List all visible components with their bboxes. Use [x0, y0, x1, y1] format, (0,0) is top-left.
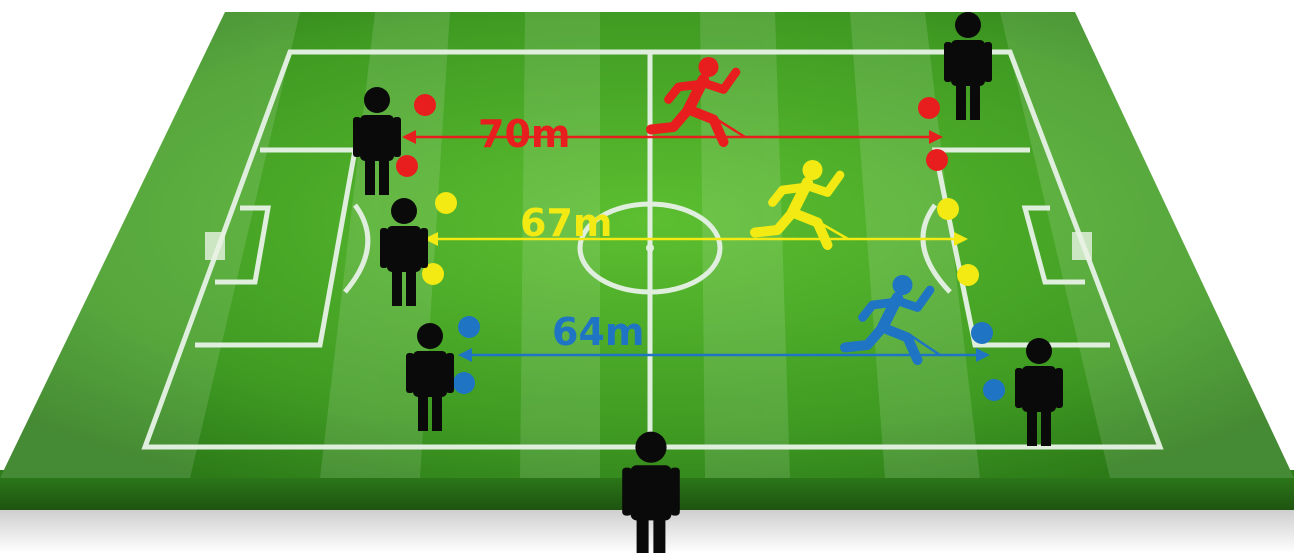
- cone-dot-icon: [458, 316, 480, 338]
- distance-label-70m: 70m: [478, 112, 570, 156]
- cone-dot-icon: [937, 198, 959, 220]
- cone-dot-icon: [453, 372, 475, 394]
- left-goal: [205, 232, 225, 260]
- cone-dot-icon: [918, 97, 940, 119]
- cone-dot-icon: [957, 264, 979, 286]
- right-goal: [1072, 232, 1092, 260]
- distance-label-64m: 64m: [552, 310, 644, 354]
- centre-spot: [646, 244, 654, 252]
- cone-dot-icon: [926, 149, 948, 171]
- cone-dot-icon: [971, 322, 993, 344]
- cone-dot-icon: [414, 94, 436, 116]
- cone-dot-icon: [435, 192, 457, 214]
- cone-dot-icon: [983, 379, 1005, 401]
- distance-label-67m: 67m: [520, 201, 612, 245]
- cone-dot-icon: [396, 155, 418, 177]
